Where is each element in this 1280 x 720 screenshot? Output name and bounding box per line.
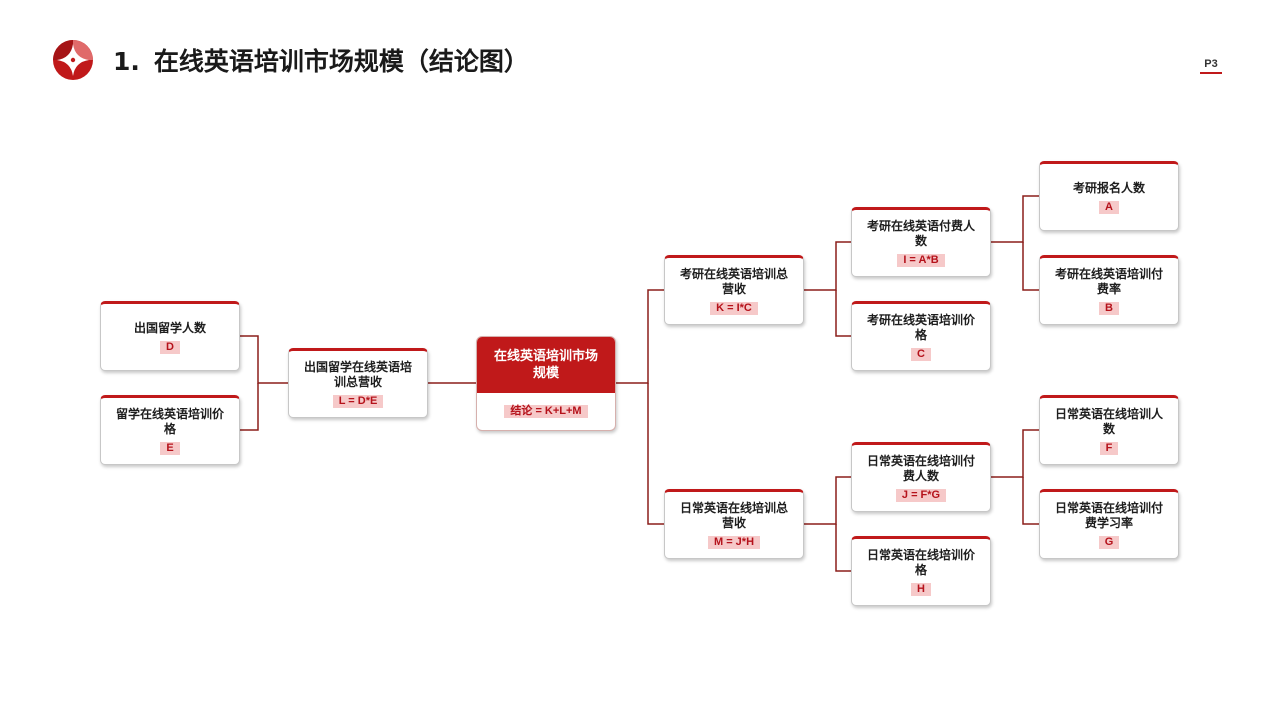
node-kaoyan-paying: 考研在线英语付费人数 I = A*B (851, 207, 991, 277)
node-formula: D (160, 340, 180, 354)
node-formula: I = A*B (897, 254, 945, 267)
connector-k-to-c (835, 290, 851, 337)
node-daily-pay-rate: 日常英语在线培训付费学习率 G (1039, 489, 1179, 559)
node-formula: K = I*C (710, 302, 758, 315)
node-kaoyan-applicants: 考研报名人数 A (1039, 161, 1179, 231)
node-kaoyan-price: 考研在线英语培训价格 C (851, 301, 991, 371)
node-formula: M = J*H (707, 536, 761, 549)
node-daily-paying: 日常英语在线培训付费人数 J = F*G (851, 442, 991, 512)
connector-k-to-i (804, 241, 851, 291)
node-formula: C (911, 348, 931, 361)
node-formula: H (911, 583, 931, 596)
node-formula: 结论 = K+L+M (504, 405, 588, 418)
node-kaoyan-pay-rate: 考研在线英语培训付费率 B (1039, 255, 1179, 325)
node-formula: B (1099, 302, 1119, 315)
connector-center-to-k (616, 289, 664, 384)
node-label: 日常英语在线培训人数 (1054, 407, 1163, 436)
node-market-size: 在线英语培训市场规模 结论 = K+L+M (476, 336, 616, 431)
node-label: 日常英语在线培训付费学习率 (1054, 501, 1163, 530)
center-footer: 结论 = K+L+M (477, 393, 615, 430)
node-label: 考研在线英语培训付费率 (1054, 267, 1163, 296)
node-formula: F (1099, 442, 1119, 455)
page-title: 1. 在线英语培训市场规模（结论图） (113, 44, 529, 80)
node-label: 出国留学在线英语培训总营收 (303, 360, 412, 389)
node-formula: G (1098, 536, 1120, 549)
connector-e-to-l (240, 383, 259, 431)
node-label: 考研在线英语培训总营收 (679, 267, 788, 296)
connector-center-to-m (647, 383, 664, 525)
node-label: 日常英语在线培训价格 (866, 548, 975, 577)
node-label: 日常英语在线培训付费人数 (866, 454, 975, 483)
node-formula: A (1099, 200, 1119, 214)
node-formula: E (160, 442, 180, 455)
node-label: 日常英语在线培训总营收 (679, 501, 788, 530)
node-label: 留学在线英语培训价格 (115, 407, 224, 436)
node-label: 考研在线英语付费人数 (866, 219, 975, 248)
brand-logo-icon (53, 40, 93, 80)
node-formula: L = D*E (332, 395, 384, 408)
node-daily-price: 日常英语在线培训价格 H (851, 536, 991, 606)
connector-i-to-a (991, 195, 1039, 243)
page-number: P3 (1200, 58, 1222, 74)
section-title: 在线英语培训市场规模（结论图） (153, 47, 529, 76)
node-label: 考研报名人数 (1072, 180, 1145, 195)
node-overseas-price: 留学在线英语培训价格 E (100, 395, 240, 465)
node-label: 考研在线英语培训价格 (866, 313, 975, 342)
node-kaoyan-revenue: 考研在线英语培训总营收 K = I*C (664, 255, 804, 325)
section-number: 1. (113, 47, 140, 76)
connector-d-to-l (240, 335, 288, 384)
connector-i-to-b (1022, 242, 1039, 291)
node-label: 出国留学人数 (133, 320, 206, 335)
node-daily-revenue: 日常英语在线培训总营收 M = J*H (664, 489, 804, 559)
center-header: 在线英语培训市场规模 (477, 337, 615, 393)
connector-j-to-g (1022, 477, 1039, 525)
node-label: 在线英语培训市场规模 (493, 349, 598, 381)
connector-m-to-j (804, 476, 851, 525)
connector-m-to-h (835, 524, 851, 572)
node-overseas-students: 出国留学人数 D (100, 301, 240, 371)
node-overseas-revenue: 出国留学在线英语培训总营收 L = D*E (288, 348, 428, 418)
connector-j-to-f (991, 429, 1039, 478)
node-formula: J = F*G (895, 489, 947, 502)
node-daily-learners: 日常英语在线培训人数 F (1039, 395, 1179, 465)
